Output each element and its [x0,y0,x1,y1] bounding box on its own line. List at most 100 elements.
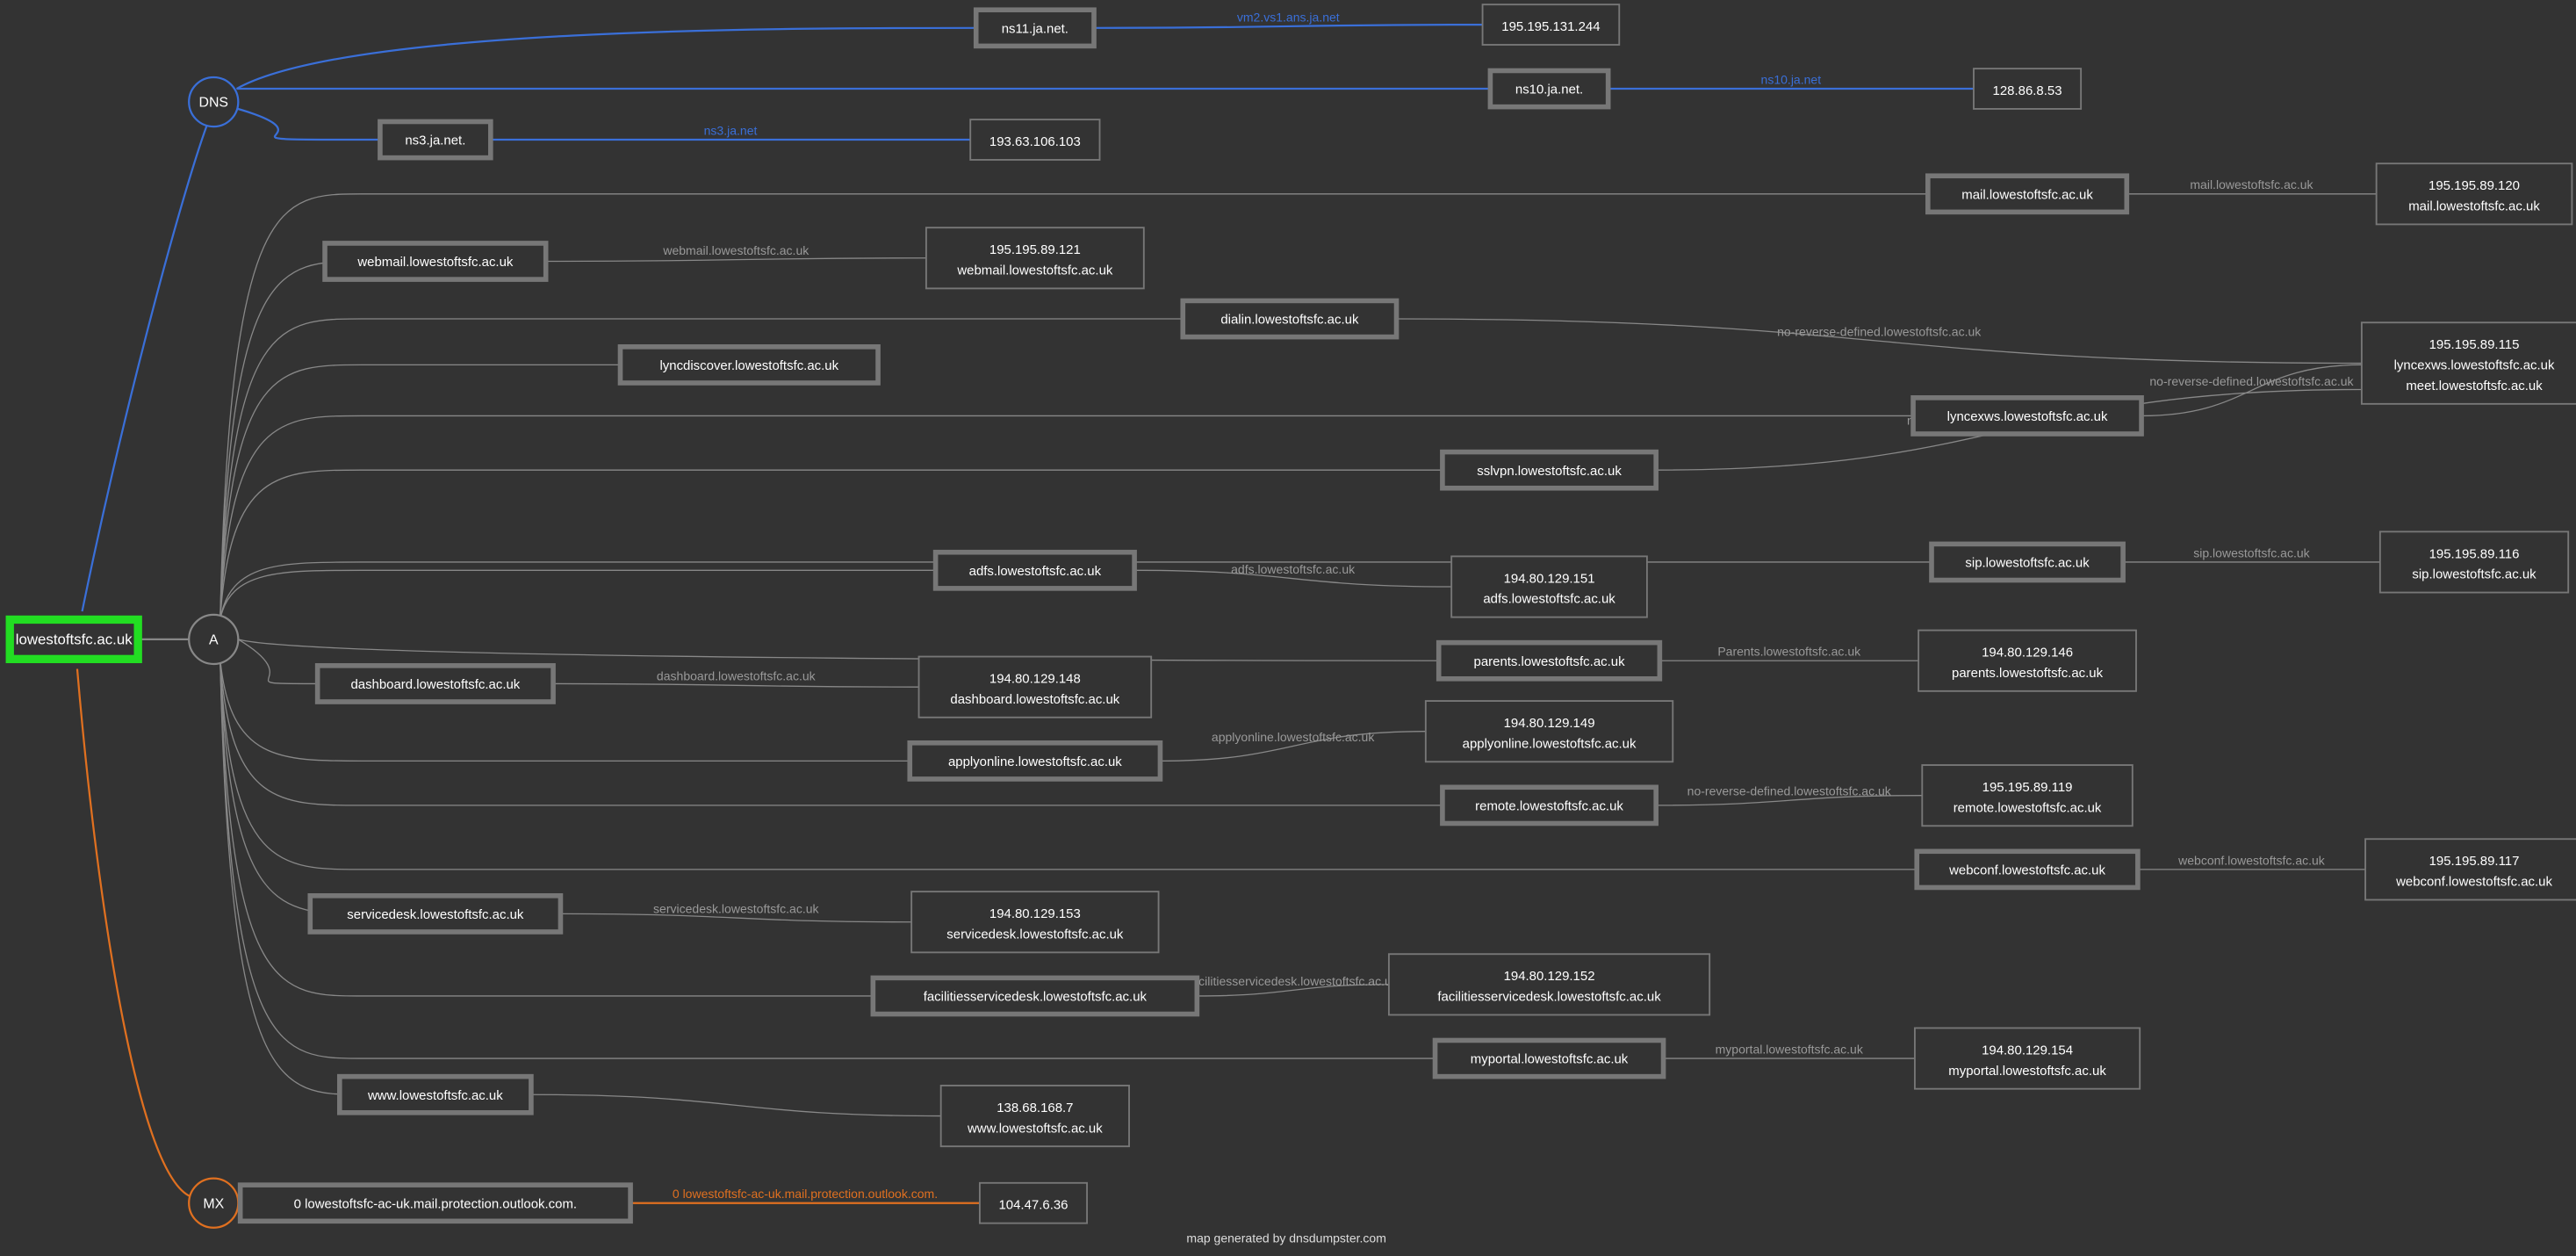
edge-to-facilitiesservicedesk-lowestoftsfc-ac-uk [219,659,874,997]
ip-address-label: 195.195.89.121 [989,242,1081,257]
reverse-name-label: webmail.lowestoftsfc.ac.uk [956,263,1113,278]
edge-to-lyncexws-lowestoftsfc-ac-uk [219,415,1914,620]
ip-address-label: 193.63.106.103 [989,134,1081,149]
ip-node-195-195-89-119[interactable] [1921,764,2133,827]
ip-node-195-195-89-116[interactable] [2378,531,2570,594]
host-node-ns10-ja-net[interactable] [1487,68,1611,110]
ip-node-194-80-129-151[interactable] [1450,555,1648,618]
footer-credit: map generated by dnsdumpster.com [1186,1231,1386,1245]
host-label: webconf.lowestoftsfc.ac.uk [1948,863,2105,877]
reverse-name-label: lyncexws.lowestoftsfc.ac.uk [2394,358,2555,373]
host-node-lyncdiscover-lowestoftsfc-ac-uk[interactable] [617,344,881,386]
host-label: sslvpn.lowestoftsfc.ac.uk [1477,464,1622,479]
edge-to-dialin-lowestoftsfc-ac-uk [219,318,1184,620]
ip-address-label: 195.195.131.244 [1501,19,1600,34]
host-node-sip-lowestoftsfc-ac-uk[interactable] [1929,541,2126,583]
ip-node-194-80-129-153[interactable] [910,891,1160,954]
ip-edge-adfs-lowestoftsfc-ac-uk [1134,569,1452,588]
reverse-name-label: meet.lowestoftsfc.ac.uk [2406,379,2543,393]
reverse-name-label: webconf.lowestoftsfc.ac.uk [2395,875,2552,890]
host-node-www-lowestoftsfc-ac-uk[interactable] [337,1073,534,1115]
ip-address-label: 195.195.89.115 [2429,337,2520,352]
host-node-webmail-lowestoftsfc-ac-uk[interactable] [322,241,549,282]
host-node-servicedesk-lowestoftsfc-ac-uk[interactable] [307,892,564,935]
host-node-dialin-lowestoftsfc-ac-uk[interactable] [1180,298,1400,340]
reverse-name-label: servicedesk.lowestoftsfc.ac.uk [946,927,1124,942]
host-node-facilitiesservicedesk-lowestoftsfc-ac-uk[interactable] [870,975,1200,1017]
edge-label: applyonline.lowestoftsfc.ac.uk [1212,730,1375,744]
ip-address-label: 104.47.6.36 [998,1198,1068,1213]
host-label: mail.lowestoftsfc.ac.uk [1961,187,2093,202]
host-label: lyncexws.lowestoftsfc.ac.uk [1947,409,2108,424]
host-label: 0 lowestoftsfc-ac-uk.mail.protection.out… [294,1196,577,1211]
host-node-adfs-lowestoftsfc-ac-uk[interactable] [932,549,1137,591]
host-node-dashboard-lowestoftsfc-ac-uk[interactable] [314,663,556,704]
ip-node-194-80-129-146[interactable] [1918,629,2137,692]
edge-to-lyncdiscover-lowestoftsfc-ac-uk [219,364,621,620]
edge-label: ns3.ja.net [704,123,758,137]
host-node-applyonline-lowestoftsfc-ac-uk[interactable] [907,740,1163,782]
reverse-name-label: parents.lowestoftsfc.ac.uk [1952,666,2104,681]
ip-node-104-47-6-36[interactable] [978,1181,1088,1224]
ip-address-label: 195.195.89.117 [2429,854,2520,869]
edge-to-myportal-lowestoftsfc-ac-uk [219,659,1436,1059]
ip-address-label: 138.68.168.7 [997,1101,1073,1115]
reverse-name-label: mail.lowestoftsfc.ac.uk [2408,199,2540,214]
reverse-name-label: sip.lowestoftsfc.ac.uk [2412,567,2536,582]
host-node-ns11-ja-net[interactable] [973,7,1097,49]
ip-node-138-68-168-7[interactable] [939,1084,1130,1148]
edge-to-adfs-lowestoftsfc-ac-uk [219,569,936,620]
edge-label: myportal.lowestoftsfc.ac.uk [1716,1042,1864,1056]
category-a-node[interactable] [188,613,240,666]
host-label: ns3.ja.net. [405,134,465,148]
category-dns-node[interactable] [188,76,240,128]
edge-to-remote-lowestoftsfc-ac-uk [219,659,1443,806]
ip-address-label: 194.80.129.153 [989,906,1081,921]
ip-edge-www-lowestoftsfc-ac-uk [530,1094,941,1117]
host-label: www.lowestoftsfc.ac.uk [367,1088,503,1103]
ip-node-193-63-106-103[interactable] [969,119,1101,161]
reverse-name-label: applyonline.lowestoftsfc.ac.uk [1463,736,1637,751]
host-node-sslvpn-lowestoftsfc-ac-uk[interactable] [1440,449,1659,491]
host-node-lyncexws-lowestoftsfc-ac-uk[interactable] [1910,395,2144,437]
ip-address-label: 194.80.129.148 [989,671,1081,686]
ip-node-194-80-129-154[interactable] [1913,1027,2141,1090]
host-label: facilitiesservicedesk.lowestoftsfc.ac.uk [924,990,1148,1005]
reverse-name-label: remote.lowestoftsfc.ac.uk [1954,800,2102,815]
edge-label: no-reverse-defined.lowestoftsfc.ac.uk [2149,374,2354,388]
ip-address-label: 195.195.89.120 [2428,178,2520,193]
ip-node-195-195-89-120[interactable] [2375,162,2573,226]
ip-node-195-195-89-121[interactable] [925,227,1145,290]
host-node-remote-lowestoftsfc-ac-uk[interactable] [1440,784,1659,827]
edge-label: facilitiesservicedesk.lowestoftsfc.ac.uk [1188,974,1398,988]
ip-node-194-80-129-149[interactable] [1424,700,1674,763]
host-label: webmail.lowestoftsfc.ac.uk [356,255,514,270]
host-node-parents-lowestoftsfc-ac-uk[interactable] [1436,639,1663,682]
ip-edge-ns11-ja-net [1093,23,1483,29]
ip-node-195-195-89-117[interactable] [2364,838,2576,901]
edge-label: webconf.lowestoftsfc.ac.uk [2177,853,2326,867]
host-node-mail-lowestoftsfc-ac-uk[interactable] [1925,173,2130,215]
ip-address-label: 194.80.129.151 [1504,571,1595,586]
ip-edge-dialin-lowestoftsfc-ac-uk [1396,318,2362,365]
reverse-name-label: adfs.lowestoftsfc.ac.uk [1483,592,1615,607]
host-node-0-lowestoftsfc-ac-uk-mail-protection-outlook-com[interactable] [237,1182,633,1224]
edge-label: 0 lowestoftsfc-ac-uk.mail.protection.out… [673,1187,938,1201]
ip-address-label: 195.195.89.116 [2429,546,2520,561]
edge-label: webmail.lowestoftsfc.ac.uk [662,243,809,257]
ip-edge-webmail-lowestoftsfc-ac-uk [545,257,926,263]
edge-to-webconf-lowestoftsfc-ac-uk [219,659,1918,870]
ip-node-195-195-131-244[interactable] [1481,4,1621,46]
root-domain-node[interactable] [5,615,142,664]
category-a-label: A [209,633,219,648]
host-node-myportal-lowestoftsfc-ac-uk[interactable] [1432,1037,1666,1079]
host-node-ns3-ja-net[interactable] [378,119,493,161]
ip-node-128-86-8-53[interactable] [1973,68,2083,110]
host-label: remote.lowestoftsfc.ac.uk [1475,799,1623,814]
host-node-webconf-lowestoftsfc-ac-uk[interactable] [1914,848,2141,891]
ip-node-195-195-89-115[interactable] [2360,321,2576,405]
ip-node-194-80-129-148[interactable] [917,655,1153,718]
host-label: dashboard.lowestoftsfc.ac.uk [350,677,520,692]
ip-node-194-80-129-152[interactable] [1387,953,1711,1016]
